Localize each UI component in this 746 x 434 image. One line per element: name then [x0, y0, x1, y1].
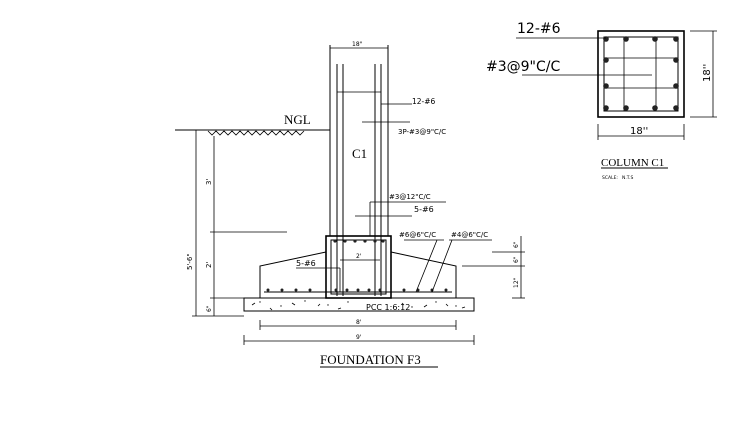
- pcc-hatch: [251, 302, 466, 311]
- pcc-bed: [243, 297, 475, 312]
- pedestal-stirrup: [330, 239, 387, 295]
- depth-total-label: 5'-6": [186, 253, 194, 270]
- pedestal-ties-label: #3@12"C/C: [389, 193, 431, 201]
- column-label: C1: [352, 146, 367, 161]
- foundation-title: FOUNDATION F3: [320, 352, 421, 367]
- section-ties-label: #3@9"C/C: [486, 59, 560, 75]
- depth-lower-label: 2': [205, 262, 213, 268]
- depth-upper-label: 3': [205, 179, 213, 185]
- footing-bottom-bars: [266, 288, 448, 292]
- column-section-tie: [603, 36, 679, 112]
- bottom-bars-label: 5-#6: [296, 259, 316, 268]
- pedestal-width-label: 2': [356, 253, 362, 260]
- column-section: 12-#6 #3@9"C/C 18'' 18'' COLUMN C1 SCALE…: [486, 21, 717, 181]
- right-dim-1-label: 6": [513, 241, 520, 248]
- pedestal-bars-label: 5-#6: [414, 205, 434, 214]
- scale-label: SCALE:: [602, 175, 618, 181]
- column-section-bars: [603, 36, 679, 111]
- mesh-b-label: #4@6"C/C: [451, 231, 488, 239]
- section-width-label: 18'': [630, 126, 648, 137]
- column-width-label: 18": [352, 41, 363, 48]
- section-height-label: 18'': [702, 64, 713, 82]
- foundation-elevation: NGL 18" C1 12-#6 3P-#3@9"C/C #3@12"C/C 5…: [175, 41, 525, 368]
- footing-width-label: 8': [356, 319, 362, 326]
- pcc-width-label: 9': [356, 334, 362, 341]
- main-bars-label: 12-#6: [412, 97, 436, 106]
- mesh-a-label: #6@6"C/C: [399, 231, 436, 239]
- footing-right-slope: [390, 251, 457, 298]
- leader-mesh-b-slant: [431, 239, 453, 293]
- pcc-label: PCC 1:6:12: [366, 303, 410, 312]
- column-section-outline: [597, 30, 685, 118]
- ngl-label: NGL: [284, 112, 311, 127]
- right-dim-2-label: 6": [513, 256, 520, 263]
- section-bars-label: 12-#6: [517, 21, 561, 37]
- column-section-title: COLUMN C1: [601, 157, 664, 169]
- footing-left-slope: [259, 251, 327, 298]
- column-ties-label: 3P-#3@9"C/C: [398, 128, 446, 136]
- right-dim-3-label: 12": [513, 277, 520, 288]
- leader-mesh-a-slant: [415, 239, 438, 293]
- depth-pcc-label: 6": [206, 305, 213, 312]
- ground-hatch: [207, 130, 305, 136]
- pcc-dots: [259, 300, 457, 308]
- pedestal-top-bars: [333, 239, 385, 243]
- scale-value: N.T.S: [622, 175, 633, 181]
